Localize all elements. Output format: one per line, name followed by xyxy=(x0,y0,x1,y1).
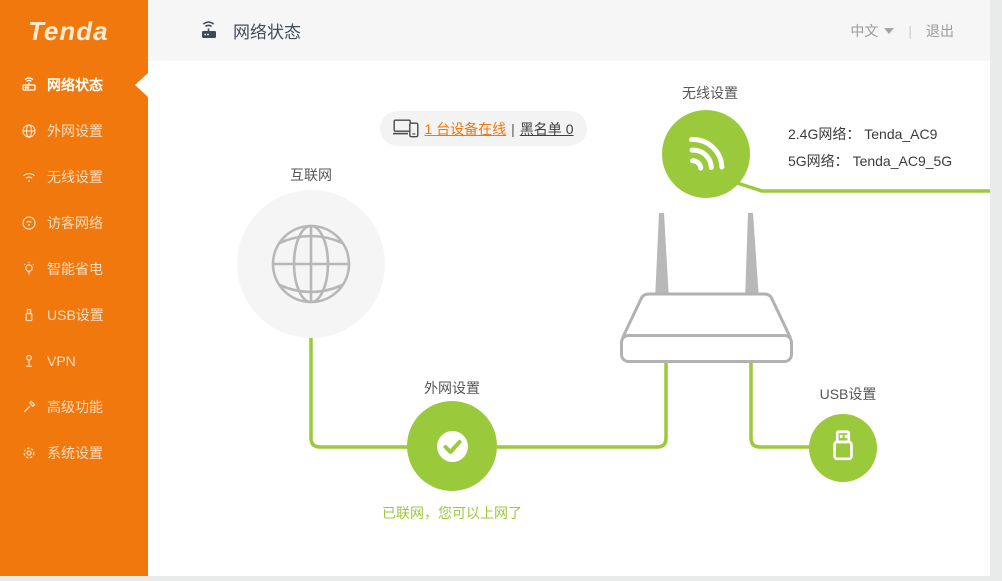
sidebar: Tenda 网络状态 外网设置 xyxy=(0,0,148,576)
wifi-icon xyxy=(688,137,725,171)
internet-label: 互联网 xyxy=(290,167,332,183)
usb-icon xyxy=(25,308,33,322)
ssid-5g: 5G网络： Tenda_AC9_5G xyxy=(788,153,953,169)
sidebar-item-label: 外网设置 xyxy=(47,123,103,139)
chevron-down-icon xyxy=(884,27,895,34)
line-router-to-wifi xyxy=(733,180,990,193)
network-status-diagram: 1 台设备在线 | 黑名单 0 互联网 无线设置 外网设置 USB设置 xyxy=(148,61,990,576)
sidebar-item-power-saving[interactable]: 智能省电 xyxy=(0,246,148,292)
sidebar-item-usb-settings[interactable]: USB设置 xyxy=(0,292,148,338)
network-status-icon xyxy=(202,20,216,38)
online-devices-banner: 1 台设备在线 | 黑名单 0 xyxy=(380,111,587,146)
topbar-controls: 中文 | 退出 xyxy=(850,0,954,61)
sidebar-item-system-settings[interactable]: 系统设置 xyxy=(0,430,148,476)
language-select[interactable]: 中文 xyxy=(850,21,895,41)
sidebar-item-label: 无线设置 xyxy=(47,169,103,185)
line-router-to-usb xyxy=(749,363,811,449)
router-icon xyxy=(22,77,36,91)
sidebar-item-label: 访客网络 xyxy=(47,215,103,231)
bulb-icon xyxy=(23,262,35,275)
wireless-settings-label: 无线设置 xyxy=(682,85,738,101)
sidebar-item-label: 高级功能 xyxy=(47,399,103,415)
top-bar: 网络状态 中文 | 退出 xyxy=(148,0,990,61)
page-title-text: 网络状态 xyxy=(233,23,301,42)
ssid-info: 2.4G网络： Tenda_AC9 5G网络： Tenda_AC9_5G xyxy=(788,121,952,175)
sidebar-menu: 网络状态 外网设置 无线设置 xyxy=(0,62,148,476)
line-internet-to-wan xyxy=(309,337,409,449)
blacklist-link[interactable]: 黑名单 0 xyxy=(519,120,574,137)
wifi-icon xyxy=(23,172,35,182)
connection-lines xyxy=(309,180,990,449)
banner-separator: | xyxy=(511,120,515,137)
sidebar-item-wan-settings[interactable]: 外网设置 xyxy=(0,108,148,154)
sidebar-item-advanced[interactable]: 高级功能 xyxy=(0,384,148,430)
tenda-logo: Tenda xyxy=(28,16,109,46)
sidebar-item-wireless-settings[interactable]: 无线设置 xyxy=(0,154,148,200)
sidebar-item-label: 智能省电 xyxy=(47,261,103,277)
usb-drive-icon xyxy=(833,430,853,461)
usb-node[interactable] xyxy=(809,414,877,482)
gear-icon xyxy=(23,447,35,459)
ssid-24g: 2.4G网络： Tenda_AC9 xyxy=(788,126,938,142)
page-title: 网络状态 xyxy=(200,0,301,61)
sidebar-item-vpn[interactable]: VPN xyxy=(0,338,148,384)
topbar-divider: | xyxy=(908,22,912,39)
active-item-arrow xyxy=(135,73,148,97)
language-label: 中文 xyxy=(850,22,879,39)
sidebar-item-label: 系统设置 xyxy=(47,445,103,461)
logout-button[interactable]: 退出 xyxy=(926,22,954,39)
online-devices-link[interactable]: 1 台设备在线 xyxy=(424,120,507,137)
sidebar-item-label: USB设置 xyxy=(47,307,104,323)
vpn-icon xyxy=(26,354,32,367)
sidebar-item-label: 网络状态 xyxy=(47,77,103,93)
check-icon xyxy=(436,430,468,462)
internet-node[interactable] xyxy=(237,190,385,338)
wan-settings-label: 外网设置 xyxy=(424,380,480,396)
globe-icon xyxy=(271,224,351,304)
wrench-icon xyxy=(23,400,36,413)
sidebar-item-network-status[interactable]: 网络状态 xyxy=(0,62,148,108)
globe-icon xyxy=(22,124,36,138)
line-wan-to-router xyxy=(497,363,668,449)
devices-icon xyxy=(393,119,419,138)
usb-settings-label: USB设置 xyxy=(819,386,877,402)
sidebar-item-label: VPN xyxy=(47,353,76,369)
wireless-node[interactable] xyxy=(662,110,750,198)
router-illustration xyxy=(620,213,793,363)
sidebar-item-guest-network[interactable]: 访客网络 xyxy=(0,200,148,246)
connection-status-text: 已联网，您可以上网了 xyxy=(382,505,522,521)
guest-network-icon xyxy=(22,216,36,230)
wan-node[interactable] xyxy=(407,401,497,491)
router-admin-app: Tenda 网络状态 外网设置 xyxy=(0,0,990,576)
